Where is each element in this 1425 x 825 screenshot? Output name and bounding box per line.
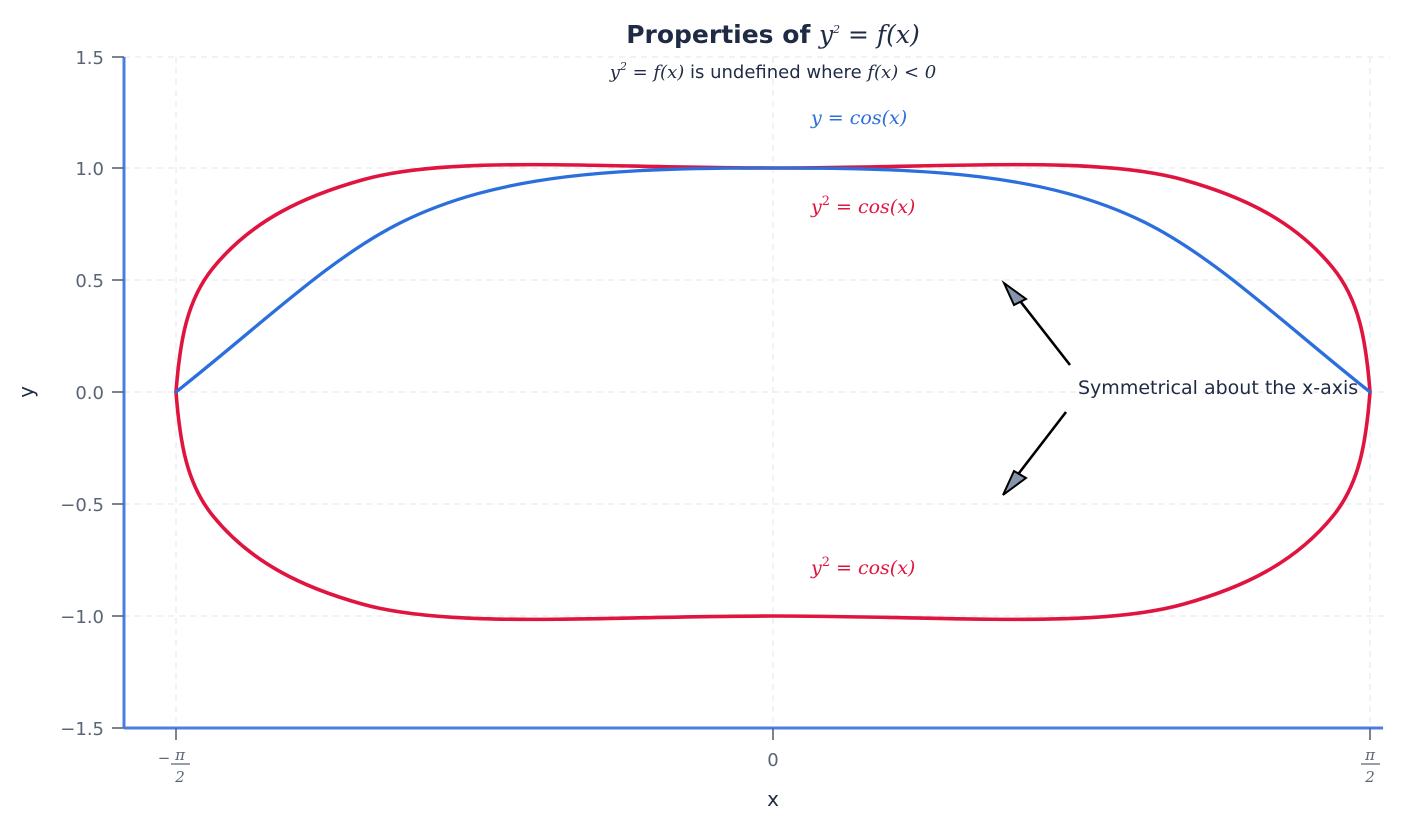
numerator: π xyxy=(174,746,186,764)
label-y2-cos-top-exp: 2 xyxy=(822,194,830,209)
y-tick-labels: 1.5 1.0 0.5 0.0 −0.5 −1.0 −1.5 xyxy=(60,48,104,740)
x-tick-labels: − π 2 0 π 2 xyxy=(158,746,1380,786)
denominator: 2 xyxy=(174,768,185,786)
x-axis-label: x xyxy=(767,787,779,811)
chart-subtitle-end: f(x) < 0 xyxy=(865,62,936,83)
label-y2-cos-bottom-base: y xyxy=(810,557,822,579)
svg-text:y = cos(x): y = cos(x) xyxy=(810,107,907,129)
chart-subtitle-mid: = f(x) xyxy=(627,62,684,83)
curve-y2-cos-lower xyxy=(174,390,1372,622)
annotation-arrows xyxy=(1001,279,1072,496)
annotation-arrow-down-shaft xyxy=(1014,411,1068,478)
denominator: 2 xyxy=(1364,768,1375,786)
chart-title-exponent: 2 xyxy=(832,23,840,36)
svg-text:y2 = cos(x): y2 = cos(x) xyxy=(810,194,915,218)
chart-title-base: y xyxy=(818,20,834,49)
chart-title-prefix: Properties of xyxy=(626,20,819,49)
chart-subtitle-text: is undefined where xyxy=(684,62,867,83)
x-tick-label-half-pi: π 2 xyxy=(1361,746,1380,786)
label-y2-cos-bottom-exp: 2 xyxy=(822,555,830,570)
label-y-cos: y = cos(x) xyxy=(810,107,907,129)
label-y-cos-base: y xyxy=(810,107,822,129)
chart-subtitle-base: y xyxy=(609,62,621,83)
chart-subtitle-exponent: 2 xyxy=(619,60,627,73)
label-y2-cos-top: y2 = cos(x) xyxy=(810,194,915,218)
curve-y-cos xyxy=(174,166,1372,394)
y-axis-label: y xyxy=(14,386,38,398)
label-y-cos-rest: = cos(x) xyxy=(822,107,907,129)
minus-sign: − xyxy=(158,749,171,767)
y-tick-label: 0.5 xyxy=(75,271,104,292)
y-tick-label: −0.5 xyxy=(60,495,104,516)
label-y2-cos-bottom: y2 = cos(x) xyxy=(810,555,915,579)
chart-subtitle: y2 = f(x) is undefined where f(x) < 0 xyxy=(609,60,936,83)
tick-marks xyxy=(112,56,1371,740)
label-y2-cos-top-rest: = cos(x) xyxy=(830,196,915,218)
y-tick-label: −1.0 xyxy=(60,607,104,628)
y-tick-label: 0.0 xyxy=(75,383,104,404)
annotation-arrow-down-head xyxy=(1002,469,1028,496)
y-tick-label: −1.5 xyxy=(60,719,104,740)
annotation-label: Symmetrical about the x-axis xyxy=(1078,377,1358,399)
annotation-arrow-up-head xyxy=(1001,279,1028,307)
svg-text:y2 = cos(x): y2 = cos(x) xyxy=(810,555,915,579)
x-tick-label-zero: 0 xyxy=(767,750,778,771)
annotation-arrow-up-shaft xyxy=(1015,296,1072,366)
y-tick-label: 1.5 xyxy=(75,48,104,69)
numerator: π xyxy=(1364,746,1376,764)
y-tick-label: 1.0 xyxy=(75,159,104,180)
label-y2-cos-bottom-rest: = cos(x) xyxy=(830,557,915,579)
chart-title-rest: = f(x) xyxy=(840,20,920,49)
chart-title: Properties of y2 = f(x) xyxy=(626,20,920,49)
label-y2-cos-top-base: y xyxy=(810,196,822,218)
x-tick-label-neg-half-pi: − π 2 xyxy=(158,746,190,786)
